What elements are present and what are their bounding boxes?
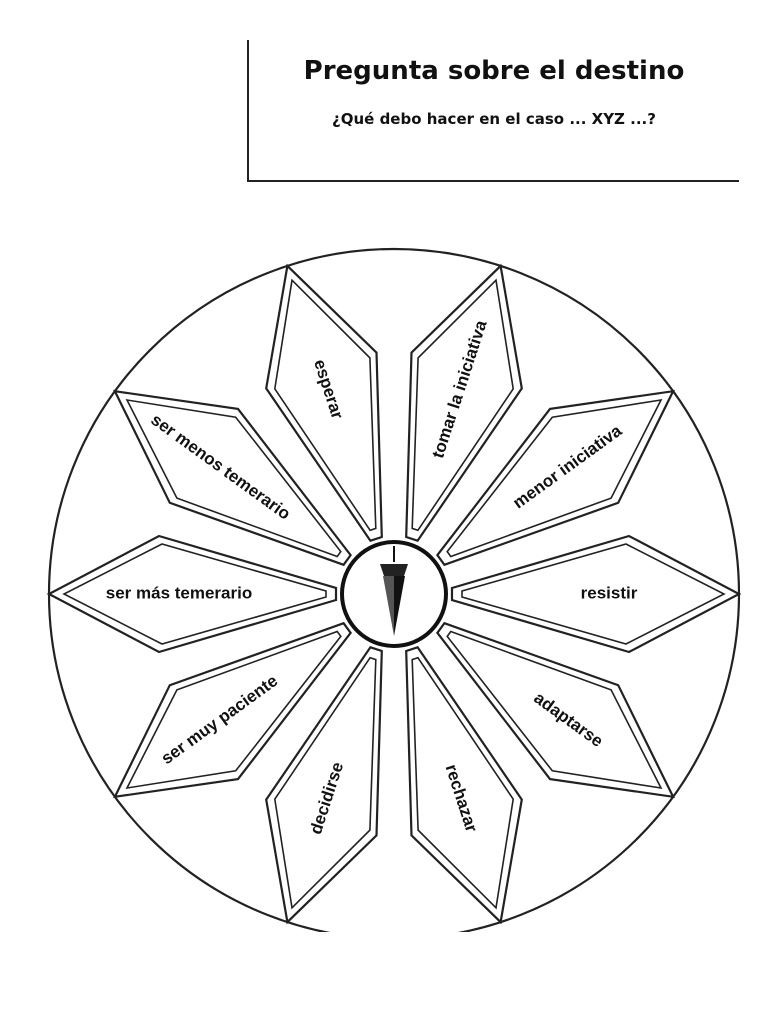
petal-inner-outline — [62, 543, 327, 645]
page-subtitle: ¿Qué debo hacer en el caso ... XYZ ...? — [332, 110, 656, 128]
petal-label: ser más temerario — [106, 583, 252, 602]
petal-inner-outline — [411, 656, 515, 910]
petal-inner-outline — [125, 630, 342, 790]
petal-inner-outline — [446, 398, 663, 558]
petal: menor iniciativa — [436, 389, 676, 567]
petal: adaptarse — [436, 621, 676, 799]
petal: esperar — [265, 263, 383, 543]
petal: decidirse — [265, 645, 383, 925]
petal: tomar la iniciativa — [405, 263, 523, 543]
petal-inner-outline — [273, 278, 377, 532]
petal-inner-outline — [273, 656, 377, 910]
petal: ser más temerario — [46, 534, 338, 654]
petal-inner-outline — [446, 630, 663, 790]
petal-inner-outline — [125, 398, 342, 558]
petal-inner-outline — [461, 543, 726, 645]
petal: ser menos temerario — [112, 389, 352, 567]
header-box: Pregunta sobre el destino ¿Qué debo hace… — [247, 40, 739, 182]
petal: rechazar — [405, 645, 523, 925]
petal-label: resistir — [581, 583, 638, 602]
petal-inner-outline — [411, 278, 515, 532]
pendulum-icon — [380, 546, 408, 636]
petal: resistir — [450, 534, 742, 654]
page-title: Pregunta sobre el destino — [303, 56, 685, 86]
center-hub — [340, 540, 448, 648]
